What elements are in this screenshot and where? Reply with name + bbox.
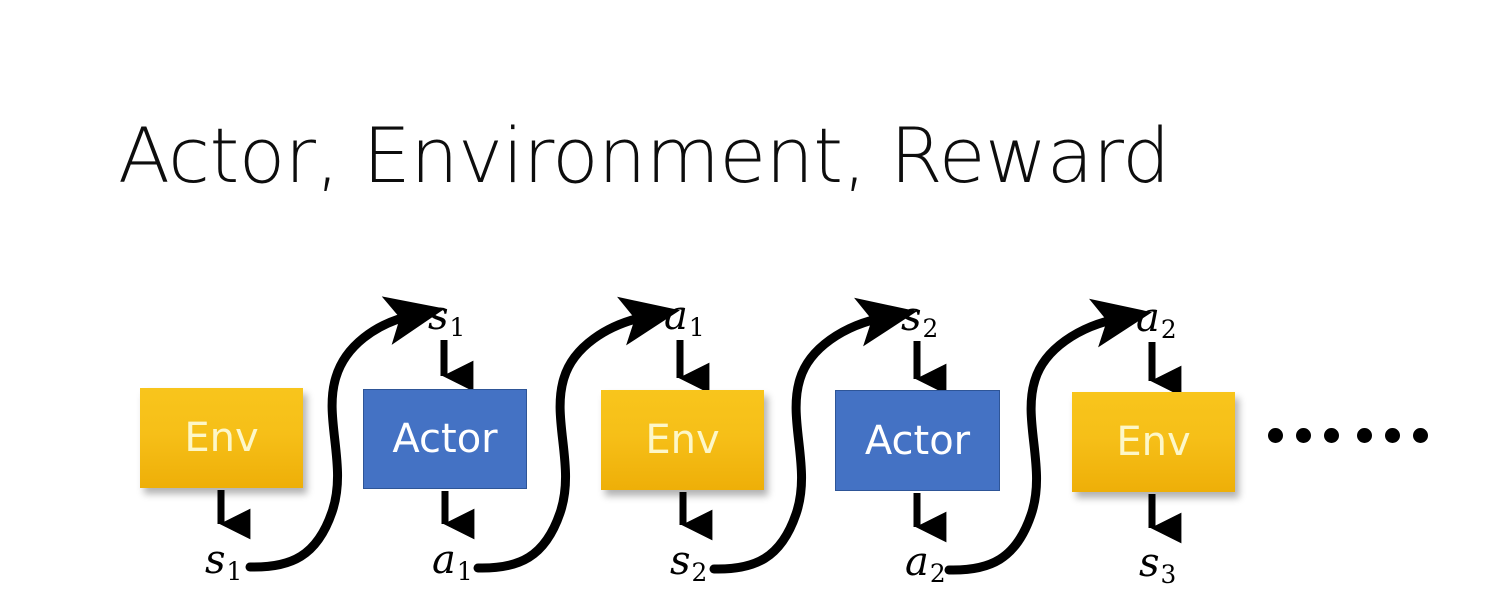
node-label: Env: [645, 417, 720, 463]
subscript: 3: [1160, 560, 1177, 590]
node-env-2[interactable]: Env: [601, 390, 764, 490]
node-env-1[interactable]: Env: [140, 388, 303, 488]
label-top-s2: s2: [901, 297, 938, 342]
label-bottom-s2: s2: [670, 541, 707, 586]
symbol: s: [205, 537, 226, 583]
ellipsis-dot: [1413, 428, 1428, 443]
arrow-label-to-node-group: [440, 340, 1182, 397]
symbol: a: [905, 539, 929, 585]
node-env-3[interactable]: Env: [1072, 392, 1235, 492]
subscript: 1: [456, 557, 473, 587]
ellipsis-icon: [1268, 428, 1428, 443]
ellipsis-dot: [1385, 428, 1400, 443]
subscript: 2: [922, 314, 939, 344]
symbol: s: [1139, 540, 1160, 586]
node-actor-1[interactable]: Actor: [363, 389, 527, 489]
page-title: Actor, Environment, Reward: [118, 111, 1170, 200]
node-label: Actor: [864, 417, 971, 464]
label-bottom-a1: a1: [432, 540, 473, 585]
arrow-node-to-label-group: [217, 490, 1182, 544]
label-bottom-s3: s3: [1139, 543, 1176, 588]
node-actor-2[interactable]: Actor: [835, 390, 1000, 491]
subscript: 1: [449, 313, 466, 343]
symbol: a: [432, 537, 456, 583]
label-top-a1: a1: [664, 296, 705, 341]
ellipsis-dot: [1296, 428, 1311, 443]
label-bottom-a2: a2: [905, 542, 946, 587]
label-bottom-s1: s1: [205, 540, 242, 585]
symbol: s: [901, 294, 922, 340]
symbol: a: [1136, 295, 1160, 341]
subscript: 1: [688, 313, 705, 343]
symbol: s: [428, 293, 449, 339]
node-label: Actor: [392, 416, 498, 462]
label-top-a2: a2: [1136, 298, 1177, 343]
ellipsis-dot: [1357, 428, 1372, 443]
subscript: 2: [691, 558, 708, 588]
subscript: 2: [1160, 315, 1177, 345]
ellipsis-dot: [1268, 428, 1283, 443]
subscript: 1: [226, 557, 243, 587]
subscript: 2: [929, 559, 946, 589]
node-label: Env: [1116, 419, 1191, 465]
label-top-s1: s1: [428, 296, 465, 341]
symbol: s: [670, 538, 691, 584]
node-label: Env: [184, 415, 259, 461]
symbol: a: [664, 293, 688, 339]
ellipsis-dot: [1324, 428, 1339, 443]
